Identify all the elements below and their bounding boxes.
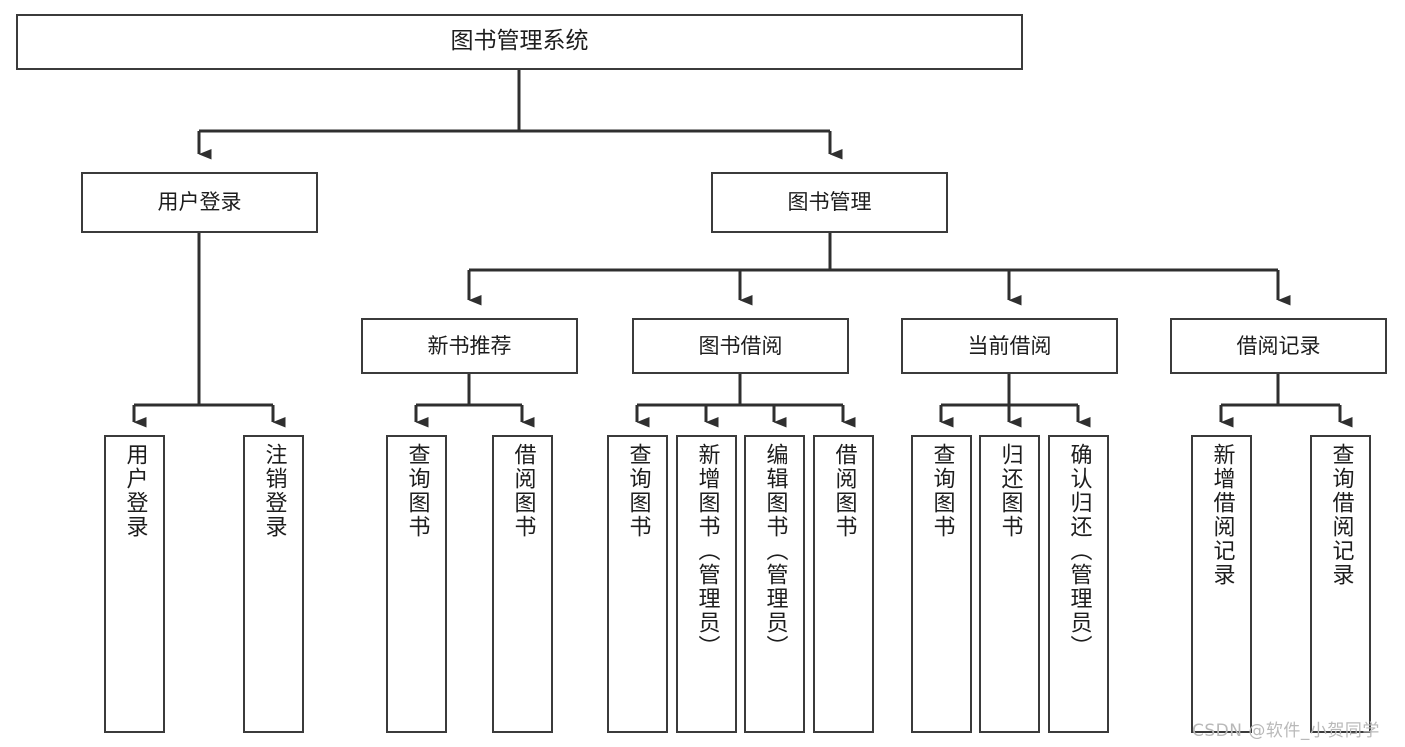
leaf-records-query-label: 查询借阅记录	[1328, 443, 1354, 587]
leaf-records-query[interactable]: 查询借阅记录	[1310, 435, 1371, 733]
leaf-new-book-borrow-label: 借阅图书	[510, 443, 536, 539]
node-book-management-label: 图书管理	[787, 190, 872, 215]
leaf-new-book-borrow[interactable]: 借阅图书	[492, 435, 553, 733]
leaf-borrow-borrow-book-label: 借阅图书	[831, 443, 857, 539]
node-user-login[interactable]: 用户登录	[81, 172, 318, 233]
leaf-borrow-borrow-book[interactable]: 借阅图书	[813, 435, 874, 733]
leaf-user-login-login[interactable]: 用户登录	[104, 435, 165, 733]
leaf-borrow-edit-book-label: 编辑图书（管理员）	[762, 443, 788, 659]
leaf-current-return-book-label: 归还图书	[997, 443, 1023, 539]
leaf-current-return-book[interactable]: 归还图书	[979, 435, 1040, 733]
leaf-current-confirm-return-label: 确认归还（管理员）	[1066, 443, 1092, 659]
node-root-label: 图书管理系统	[450, 28, 589, 55]
node-user-login-label: 用户登录	[157, 190, 242, 215]
node-root[interactable]: 图书管理系统	[16, 14, 1023, 70]
node-borrow-records-label: 借阅记录	[1236, 333, 1321, 358]
leaf-current-query-book[interactable]: 查询图书	[911, 435, 972, 733]
csdn-watermark: CSDN @软件_小贺同学	[1192, 721, 1380, 741]
node-book-borrow[interactable]: 图书借阅	[632, 318, 849, 374]
leaf-user-login-login-label: 用户登录	[122, 443, 148, 539]
leaf-borrow-edit-book[interactable]: 编辑图书（管理员）	[744, 435, 805, 733]
node-new-book-recommend-label: 新书推荐	[427, 333, 512, 358]
leaf-current-confirm-return[interactable]: 确认归还（管理员）	[1048, 435, 1109, 733]
leaf-current-query-book-label: 查询图书	[929, 443, 955, 539]
node-book-management[interactable]: 图书管理	[711, 172, 948, 233]
leaf-new-book-query[interactable]: 查询图书	[386, 435, 447, 733]
node-book-borrow-label: 图书借阅	[698, 333, 783, 358]
node-current-borrow-label: 当前借阅	[967, 333, 1052, 358]
leaf-borrow-add-book-label: 新增图书（管理员）	[694, 443, 720, 659]
leaf-records-add-label: 新增借阅记录	[1209, 443, 1235, 587]
leaf-records-add[interactable]: 新增借阅记录	[1191, 435, 1252, 733]
leaf-new-book-query-label: 查询图书	[404, 443, 430, 539]
leaf-borrow-add-book[interactable]: 新增图书（管理员）	[676, 435, 737, 733]
leaf-borrow-query-book-label: 查询图书	[625, 443, 651, 539]
leaf-user-login-logout-label: 注销登录	[261, 443, 287, 539]
leaf-user-login-logout[interactable]: 注销登录	[243, 435, 304, 733]
node-borrow-records[interactable]: 借阅记录	[1170, 318, 1387, 374]
leaf-borrow-query-book[interactable]: 查询图书	[607, 435, 668, 733]
node-current-borrow[interactable]: 当前借阅	[901, 318, 1118, 374]
node-new-book-recommend[interactable]: 新书推荐	[361, 318, 578, 374]
